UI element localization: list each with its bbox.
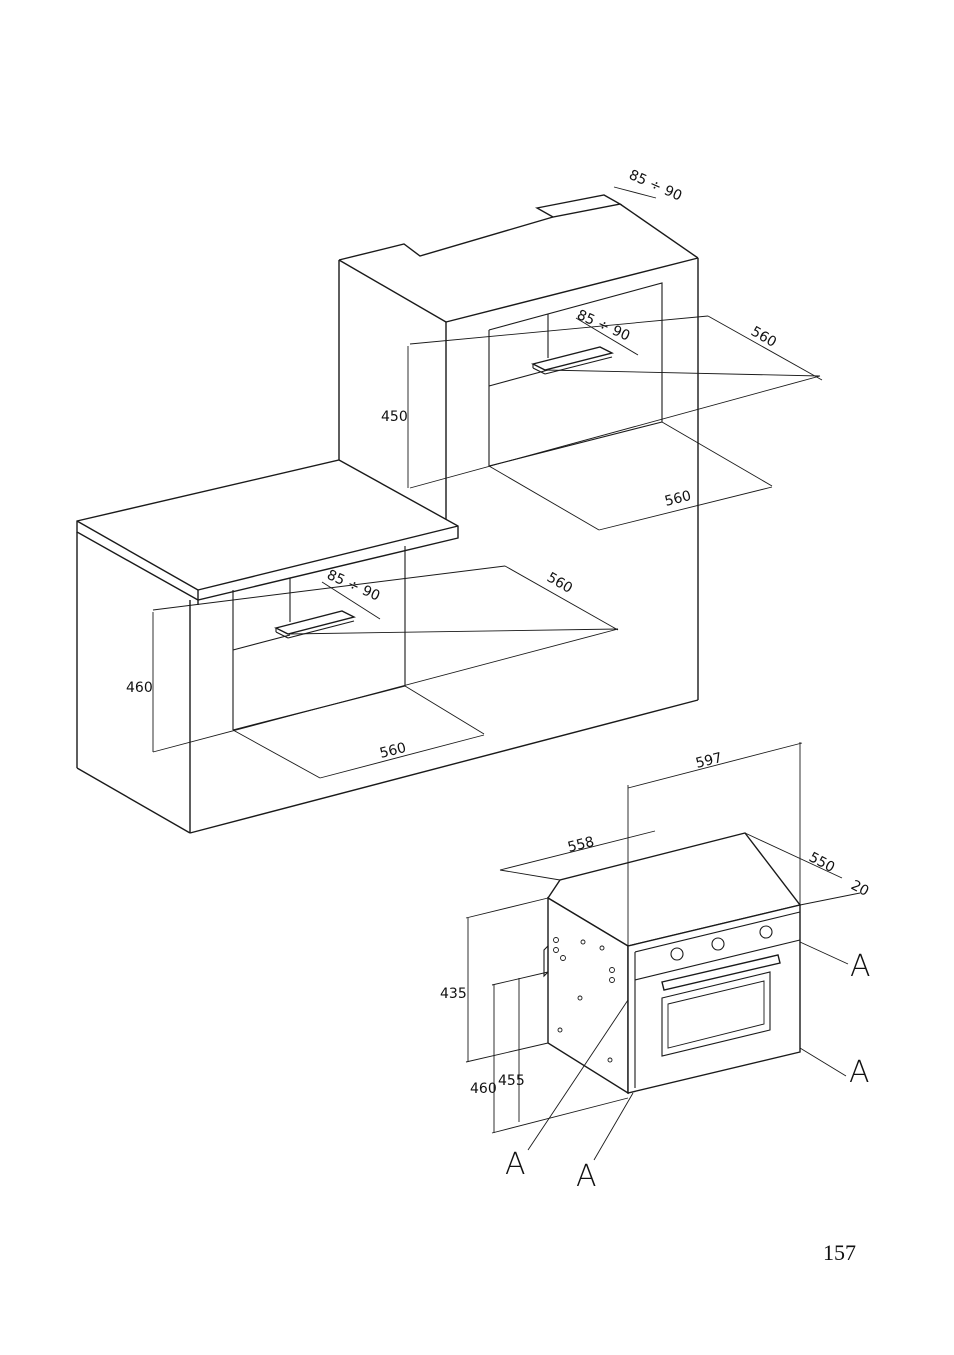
dim-lower-height: 460 xyxy=(126,680,153,696)
knob-icon xyxy=(759,925,773,939)
upper-top-vent-board xyxy=(534,194,623,218)
dim-upper-height: 450 xyxy=(381,409,408,425)
dim-oven-depth-right: 550 xyxy=(806,849,837,876)
dim-upper-depth: 560 xyxy=(663,488,693,510)
dim-upper-vent-top: 85 ÷ 90 xyxy=(626,167,684,205)
dim-oven-width: 597 xyxy=(694,750,724,772)
dim-oven-height-455: 455 xyxy=(498,1073,525,1089)
knob-icon xyxy=(711,937,725,951)
lower-vent-shelf xyxy=(274,610,356,635)
upper-top-back-edge xyxy=(338,216,554,261)
dim-oven-height-435: 435 xyxy=(440,986,467,1002)
dim-lower-vent-shelf: 85 ÷ 90 xyxy=(324,567,382,605)
lower-cabinet xyxy=(76,459,699,834)
marker-a-bottom-left: A xyxy=(505,1147,526,1182)
marker-a-bottom-center: A xyxy=(576,1159,597,1194)
knob-icon xyxy=(670,947,684,961)
dim-oven-height-460: 460 xyxy=(470,1081,497,1097)
oven-handle xyxy=(661,954,781,991)
dim-upper-vent-shelf: 85 ÷ 90 xyxy=(574,307,632,345)
marker-a-bottom-right: A xyxy=(849,1055,870,1090)
marker-a-top-right: A xyxy=(850,949,871,984)
oven xyxy=(543,832,802,1095)
dim-oven-front-offset: 20 xyxy=(848,877,871,899)
dim-lower-width: 560 xyxy=(544,570,575,597)
upper-vent-shelf xyxy=(531,346,614,371)
oven-window xyxy=(661,971,771,1057)
page-number: 157 xyxy=(823,1240,856,1265)
upper-cabinet xyxy=(338,194,821,700)
dim-oven-depth-left: 558 xyxy=(566,834,596,856)
dim-lower-depth: 560 xyxy=(378,740,408,762)
